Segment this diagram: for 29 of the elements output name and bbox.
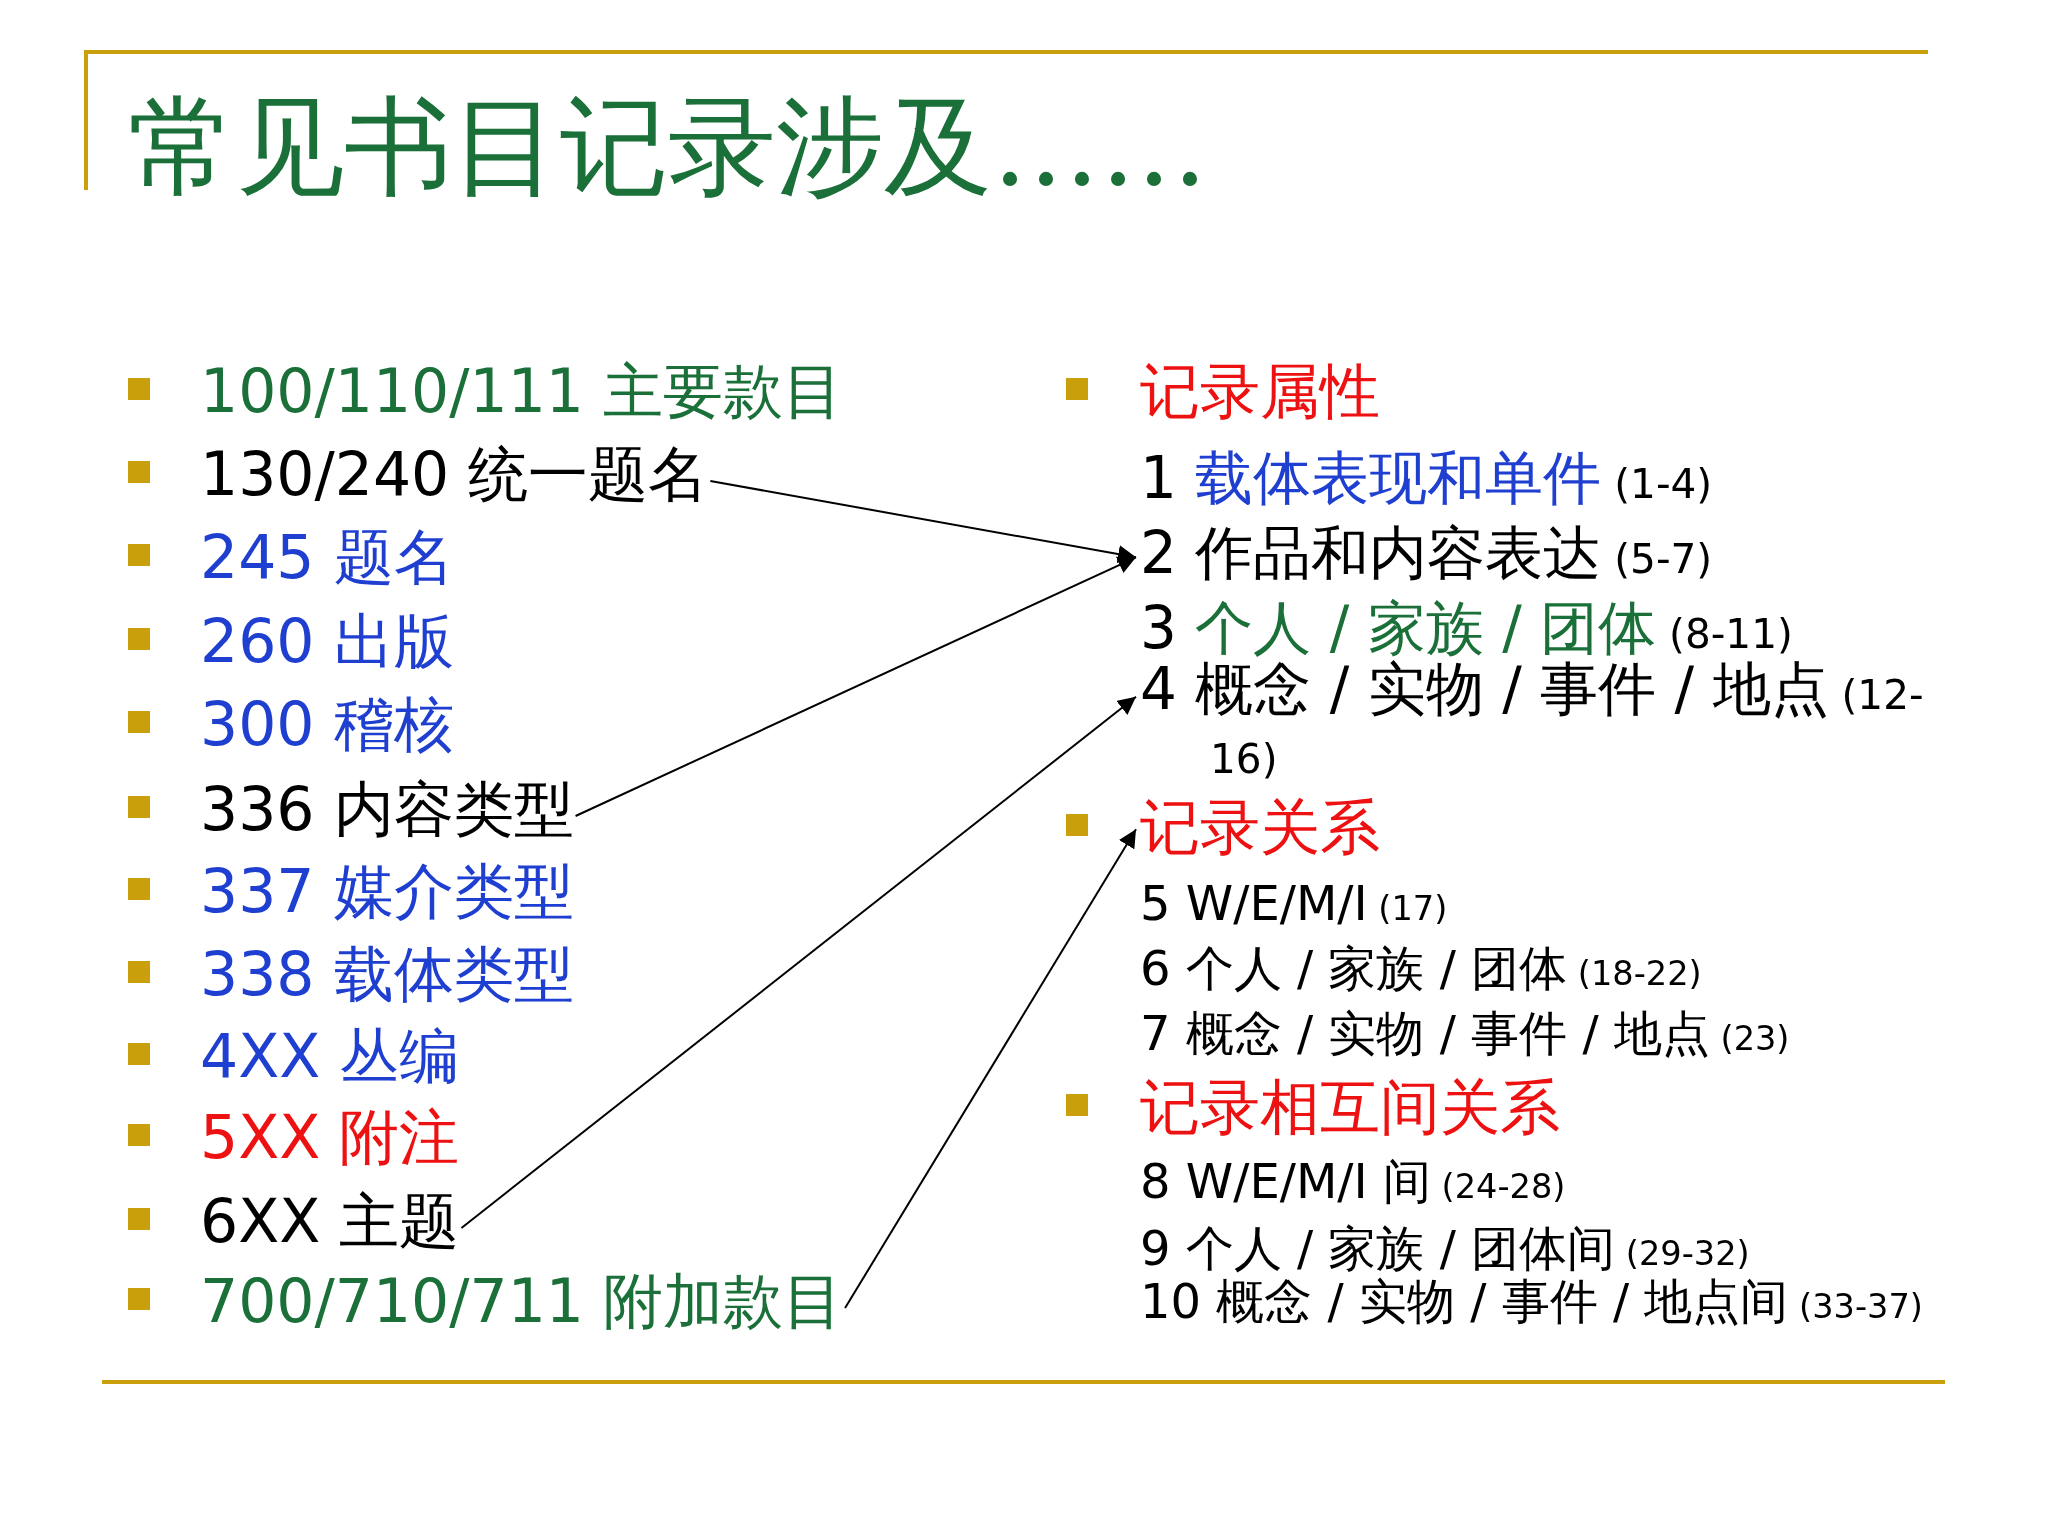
list-item: 5XX 附注	[200, 1100, 460, 1173]
numbered-item: 7 概念 / 实物 / 事件 / 地点 (23)	[1140, 1005, 1790, 1063]
slide-title: 常见书目记录涉及……	[128, 83, 1208, 211]
list-item: 4XX 丛编	[200, 1019, 460, 1092]
arrow	[709, 480, 1137, 563]
list-item: 260 出版	[200, 604, 454, 677]
list-item: 100/110/111 主要款目	[200, 354, 844, 427]
numbered-item: 1 载体表现和单件 (1-4)	[1140, 444, 1713, 514]
numbered-item: 2 作品和内容表达 (5-7)	[1140, 519, 1713, 589]
arrow	[844, 828, 1137, 1309]
list-item: 700/710/711 附加款目	[200, 1264, 844, 1337]
list-item: 6XX 主题	[200, 1184, 460, 1257]
arrow	[460, 695, 1137, 1229]
arrow	[574, 556, 1137, 817]
list-item: 记录关系	[1140, 790, 1380, 863]
list-item: 记录相互间关系	[1140, 1070, 1560, 1143]
list-item: 245 题名	[200, 520, 454, 593]
list-item: 记录属性	[1140, 354, 1380, 427]
list-item: 130/240 统一题名	[200, 437, 709, 510]
list-item: 337 媒介类型	[200, 854, 574, 927]
list-item: 338 载体类型	[200, 937, 574, 1010]
list-item: 336 内容类型	[200, 772, 574, 845]
numbered-item: 5 W/E/M/I (17)	[1140, 875, 1448, 933]
numbered-item: 9 个人 / 家族 / 团体间 (29-32)	[1140, 1220, 1750, 1277]
numbered-item: 8 W/E/M/I 间 (24-28)	[1140, 1153, 1566, 1211]
numbered-item: 6 个人 / 家族 / 团体 (18-22)	[1140, 940, 1702, 998]
numbered-item: 4 概念 / 实物 / 事件 / 地点 (12-16)	[1140, 658, 1970, 786]
list-item: 300 稽核	[200, 687, 454, 760]
numbered-item: 10 概念 / 实物 / 事件 / 地点间 (33-37)	[1140, 1274, 1924, 1328]
